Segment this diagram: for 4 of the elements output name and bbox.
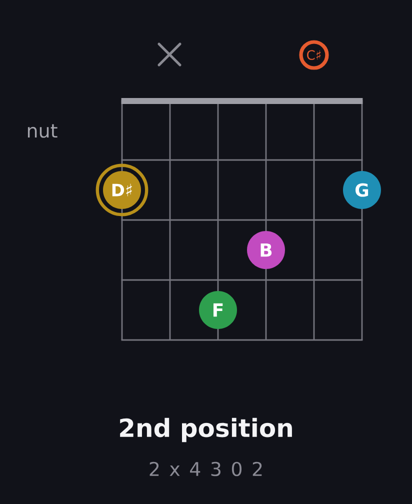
open-string-ring: C♯: [299, 40, 329, 70]
nut-label: nut: [28, 124, 58, 138]
fret-numbers: 2 x 4 3 0 2: [150, 462, 262, 476]
title: 2nd position: [120, 418, 292, 442]
